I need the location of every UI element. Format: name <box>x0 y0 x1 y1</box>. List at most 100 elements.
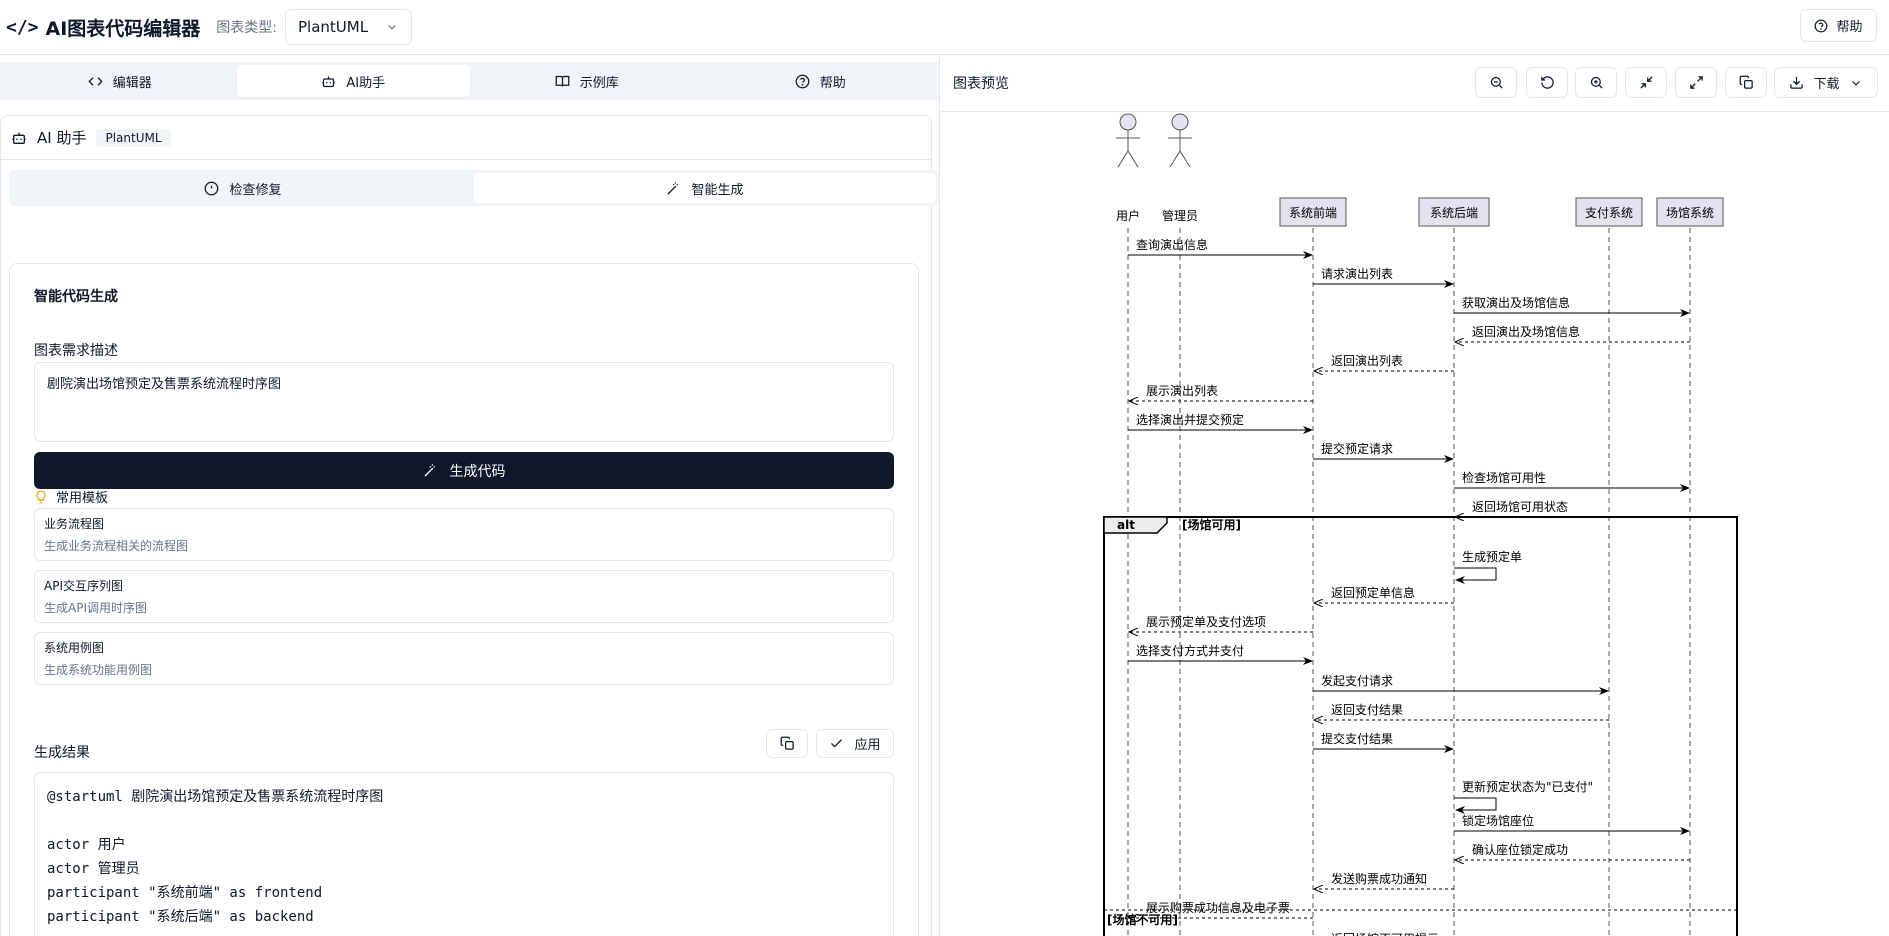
templates-title: 常用模板 <box>56 491 109 506</box>
tab-label: 编辑器 <box>112 75 152 91</box>
participant-box <box>1418 197 1490 227</box>
top-bar: </> AI图表代码编辑器 图表类型: PlantUML 帮助 <box>0 0 1889 55</box>
template-name: API交互序列图 <box>44 579 123 593</box>
code-logo-icon: </> <box>6 16 39 38</box>
message-label: 查询演出信息 <box>1136 237 1208 252</box>
tab-examples[interactable]: 示例库 <box>470 65 704 97</box>
ai-assistant-title: AI 助手 <box>37 129 87 147</box>
template-desc: 生成API调用时序图 <box>44 601 147 615</box>
message-label: 返回场馆不可用提示 <box>1331 931 1439 936</box>
alt-condition: [场馆可用] <box>1182 517 1241 532</box>
message-label: 返回场馆可用状态 <box>1472 499 1568 514</box>
template-desc: 生成系统功能用例图 <box>44 663 153 677</box>
tab-label: 帮助 <box>819 75 846 91</box>
subtab-label: 检查修复 <box>229 182 282 198</box>
message-label: 检查场馆可用性 <box>1462 470 1546 485</box>
message-label: 展示预定单及支付选项 <box>1146 614 1266 629</box>
preview-toolbar: 图表预览 <box>941 55 1889 112</box>
generated-code[interactable]: @startuml 剧院演出场馆预定及售票系统流程时序图 actor 用户 ac… <box>34 772 894 936</box>
diagram-type-label: 图表类型: <box>216 20 278 36</box>
message-label: 发送购票成功通知 <box>1331 871 1427 886</box>
message-arrow <box>1454 567 1497 584</box>
help-circle-icon <box>795 74 810 88</box>
participant-box <box>1575 197 1643 227</box>
alt-frame <box>1103 516 1738 936</box>
chevron-down-icon <box>388 24 396 30</box>
participant-label: 场馆系统 <box>1666 205 1714 220</box>
copy-icon <box>780 736 794 750</box>
message-label: 选择演出并提交预定 <box>1136 412 1244 427</box>
diagram-type-value: PlantUML <box>298 18 369 36</box>
subtab-check-fix[interactable]: 检查修复 <box>12 173 474 203</box>
tab-ai-assistant[interactable]: AI助手 <box>236 65 470 97</box>
maximize-icon <box>1689 76 1703 89</box>
message-label: 返回演出列表 <box>1331 353 1403 368</box>
sequence-diagram[interactable]: 用户管理员系统前端系统后端支付系统场馆系统alt[场馆可用][场馆不可用]查询演… <box>941 113 1889 936</box>
help-button[interactable]: 帮助 <box>1800 9 1877 42</box>
participant-label: 系统前端 <box>1289 205 1337 220</box>
left-panel: 编辑器 AI助手 示例库 帮助 AI 助手 PlantUML 检查修复 智能生成 <box>0 55 940 936</box>
else-condition: [场馆不可用] <box>1107 912 1178 927</box>
minimize-icon <box>1639 76 1653 89</box>
lightbulb-icon <box>36 490 46 503</box>
copy-icon <box>1739 75 1753 89</box>
message-label: 确认座位锁定成功 <box>1472 842 1568 857</box>
tab-help[interactable]: 帮助 <box>704 65 938 97</box>
fullscreen-button[interactable] <box>1675 67 1717 98</box>
actor-leg <box>1169 150 1181 168</box>
message-label: 展示购票成功信息及电子票 <box>1146 900 1290 915</box>
alt-tab <box>1103 516 1168 534</box>
bot-icon <box>12 132 26 144</box>
requirement-label: 图表需求描述 <box>34 343 118 359</box>
participant-box <box>1656 197 1724 227</box>
alert-circle-icon <box>205 181 219 195</box>
participant-box <box>1279 197 1347 227</box>
download-label: 下载 <box>1813 77 1840 92</box>
template-item[interactable]: API交互序列图 生成API调用时序图 <box>34 570 894 623</box>
help-circle-icon <box>1815 19 1828 32</box>
template-name: 业务流程图 <box>44 517 105 531</box>
check-icon <box>831 739 843 748</box>
message-label: 选择支付方式并支付 <box>1136 643 1244 658</box>
rotate-ccw-icon <box>1540 76 1554 89</box>
generate-code-button[interactable]: 生成代码 <box>34 452 894 489</box>
smart-generate-card: 智能代码生成 图表需求描述 剧院演出场馆预定及售票系统流程时序图 生成代码 常用… <box>9 263 919 936</box>
requirement-textarea[interactable]: 剧院演出场馆预定及售票系统流程时序图 <box>34 362 894 442</box>
template-name: 系统用例图 <box>44 641 105 655</box>
subtab-label: 智能生成 <box>691 182 744 198</box>
download-button[interactable]: 下载 <box>1774 67 1878 98</box>
zoom-out-button[interactable] <box>1475 67 1517 98</box>
actor-head <box>1171 113 1189 131</box>
actor-leg <box>1127 150 1139 168</box>
actor-label: 管理员 <box>1162 208 1198 223</box>
actor-head <box>1119 113 1137 131</box>
smart-generate-title: 智能代码生成 <box>34 289 118 305</box>
magic-wand-icon <box>667 181 679 195</box>
zoom-out-icon <box>1490 76 1503 89</box>
message-label: 请求演出列表 <box>1321 266 1393 281</box>
reset-view-button[interactable] <box>1526 67 1568 98</box>
shrink-button[interactable] <box>1625 67 1667 98</box>
template-desc: 生成业务流程相关的流程图 <box>44 539 189 553</box>
copy-image-button[interactable] <box>1725 67 1767 98</box>
message-label: 提交预定请求 <box>1321 441 1393 456</box>
template-item[interactable]: 系统用例图 生成系统功能用例图 <box>34 632 894 685</box>
zoom-in-button[interactable] <box>1575 67 1617 98</box>
copy-code-button[interactable] <box>766 729 808 758</box>
download-icon <box>1790 76 1804 89</box>
preview-title: 图表预览 <box>953 76 1009 92</box>
diagram-type-select[interactable]: PlantUML <box>285 9 413 45</box>
tab-editor[interactable]: 编辑器 <box>3 65 237 97</box>
actor-leg <box>1117 150 1129 168</box>
template-item[interactable]: 业务流程图 生成业务流程相关的流程图 <box>34 508 894 561</box>
message-label: 返回支付结果 <box>1331 703 1403 717</box>
main-tabs: 编辑器 AI助手 示例库 帮助 <box>0 62 939 100</box>
subtab-smart-generate[interactable]: 智能生成 <box>474 173 936 203</box>
apply-code-button[interactable]: 应用 <box>816 729 894 758</box>
participant-label: 支付系统 <box>1585 206 1633 220</box>
actor-leg <box>1179 150 1191 168</box>
chevron-down-icon <box>1851 80 1860 86</box>
app-title: AI图表代码编辑器 <box>45 17 201 40</box>
book-icon <box>555 75 570 87</box>
alt-label: alt <box>1117 518 1135 532</box>
